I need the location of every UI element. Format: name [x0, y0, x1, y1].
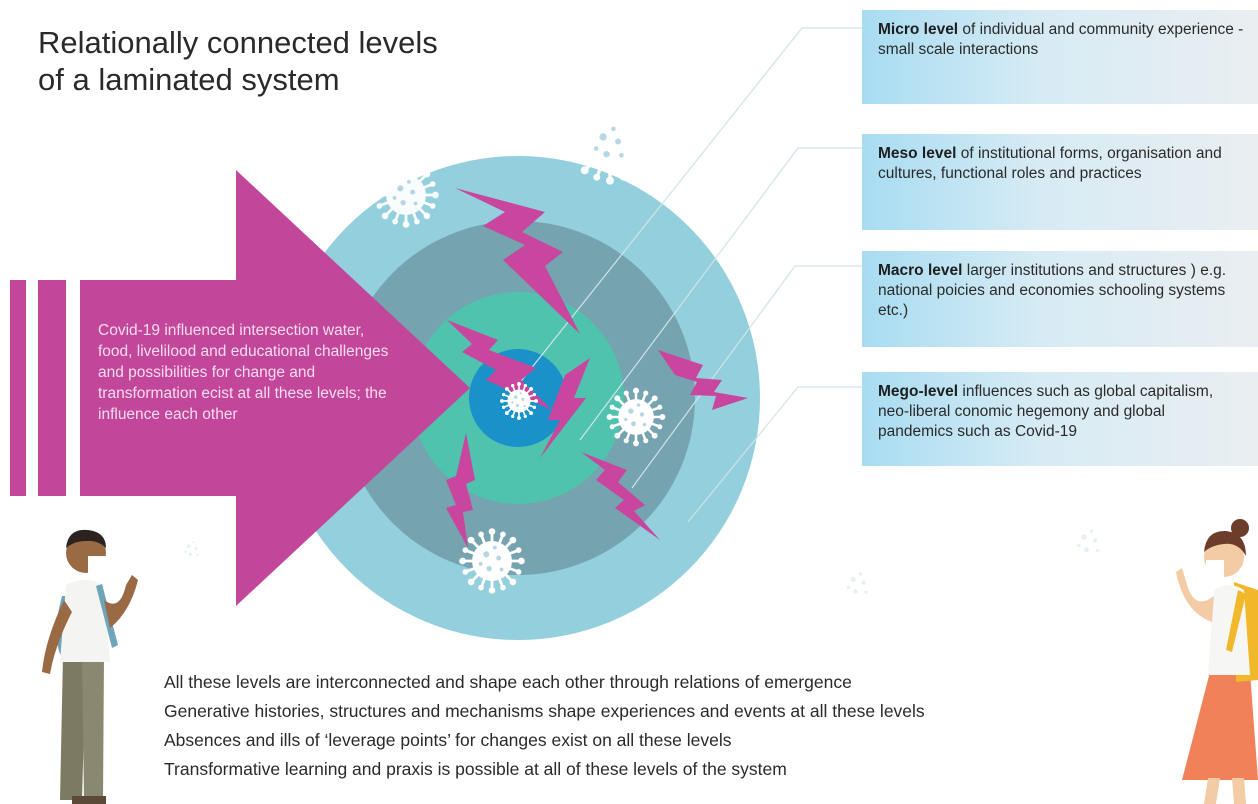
boy-strap — [96, 584, 118, 648]
level-text-macro: larger institutions and structures ) e.g… — [878, 262, 1227, 319]
diagram-title: Relationally connected levels of a lamin… — [38, 24, 438, 98]
level-text-micro: of individual and community experience -… — [878, 21, 1244, 58]
connector-line-mego — [687, 386, 862, 523]
arrow-stripe-1 — [10, 280, 26, 496]
connector-line-micro — [509, 27, 862, 396]
statement-item: Transformative learning and praxis is po… — [164, 759, 787, 779]
girl-skirt — [1182, 672, 1258, 780]
boy-shoe — [72, 796, 106, 804]
lightning-bolt — [446, 433, 475, 548]
virus-icon — [371, 160, 441, 230]
level-label-micro: Micro level — [878, 21, 959, 38]
boy-hair — [66, 529, 106, 548]
connector-line-macro — [631, 265, 862, 489]
level-text-meso: of institutional forms, organisation and… — [878, 145, 1222, 182]
boy-shirt — [60, 580, 110, 662]
connector-line-meso — [579, 147, 862, 441]
level-box-macro: Macro level larger institutions and stru… — [862, 251, 1258, 347]
lightning-bolt — [455, 188, 580, 334]
virus-icon — [172, 530, 212, 570]
left-stripes — [10, 280, 66, 496]
lightning-bolt — [658, 350, 748, 410]
lightning-bolt — [581, 452, 660, 540]
level-label-mego: Mego-level — [878, 383, 959, 400]
level-box-mego: Mego-level influences such as global cap… — [862, 372, 1258, 466]
title-line-1: Relationally connected levels — [38, 25, 438, 60]
virus-icon — [499, 381, 539, 421]
virus-icon — [457, 526, 527, 596]
boy-arm-left — [42, 600, 72, 674]
virus-icon — [568, 103, 652, 187]
lightning-bolts — [446, 188, 748, 548]
boy-mask — [88, 556, 106, 576]
virus-icon — [605, 386, 667, 448]
statement-item: All these levels are interconnected and … — [164, 672, 852, 692]
girl-hair-bun — [1231, 519, 1249, 537]
virus-icon — [829, 556, 887, 614]
girl-mask — [1206, 560, 1224, 578]
lightning-bolt — [447, 320, 552, 410]
title-line-2: of a laminated system — [38, 62, 340, 97]
level-text-mego: influences such as global capitalism, ne… — [878, 383, 1214, 440]
lightning-bolt — [540, 358, 590, 458]
girl-leg — [1232, 778, 1246, 804]
arrow-caption: Covid-19 influenced intersection water, … — [98, 322, 389, 423]
boy-arm-right — [104, 575, 138, 628]
level-label-macro: Macro level — [878, 262, 963, 279]
girl-figure — [1176, 519, 1258, 804]
statement-item: Absences and ills of ‘leverage points’ f… — [164, 730, 732, 750]
boy-leg-right — [82, 655, 104, 800]
girl-hair — [1204, 530, 1246, 556]
boy-leg-left — [60, 655, 86, 800]
statement-item: Generative histories, structures and mec… — [164, 701, 925, 721]
arrow-stripe-2 — [38, 280, 66, 496]
big-arrow — [80, 170, 470, 606]
boy-figure — [42, 529, 138, 804]
level-label-meso: Meso level — [878, 145, 957, 162]
girl-leg — [1204, 778, 1220, 804]
statements-list: All these levels are interconnected and … — [164, 668, 925, 784]
level-box-micro: Micro level of individual and community … — [862, 10, 1258, 104]
virus-icon — [1058, 512, 1120, 574]
girl-arm — [1176, 568, 1214, 622]
level-box-meso: Meso level of institutional forms, organ… — [862, 134, 1258, 230]
connector-lines — [509, 27, 862, 523]
girl-strap — [1226, 590, 1246, 652]
